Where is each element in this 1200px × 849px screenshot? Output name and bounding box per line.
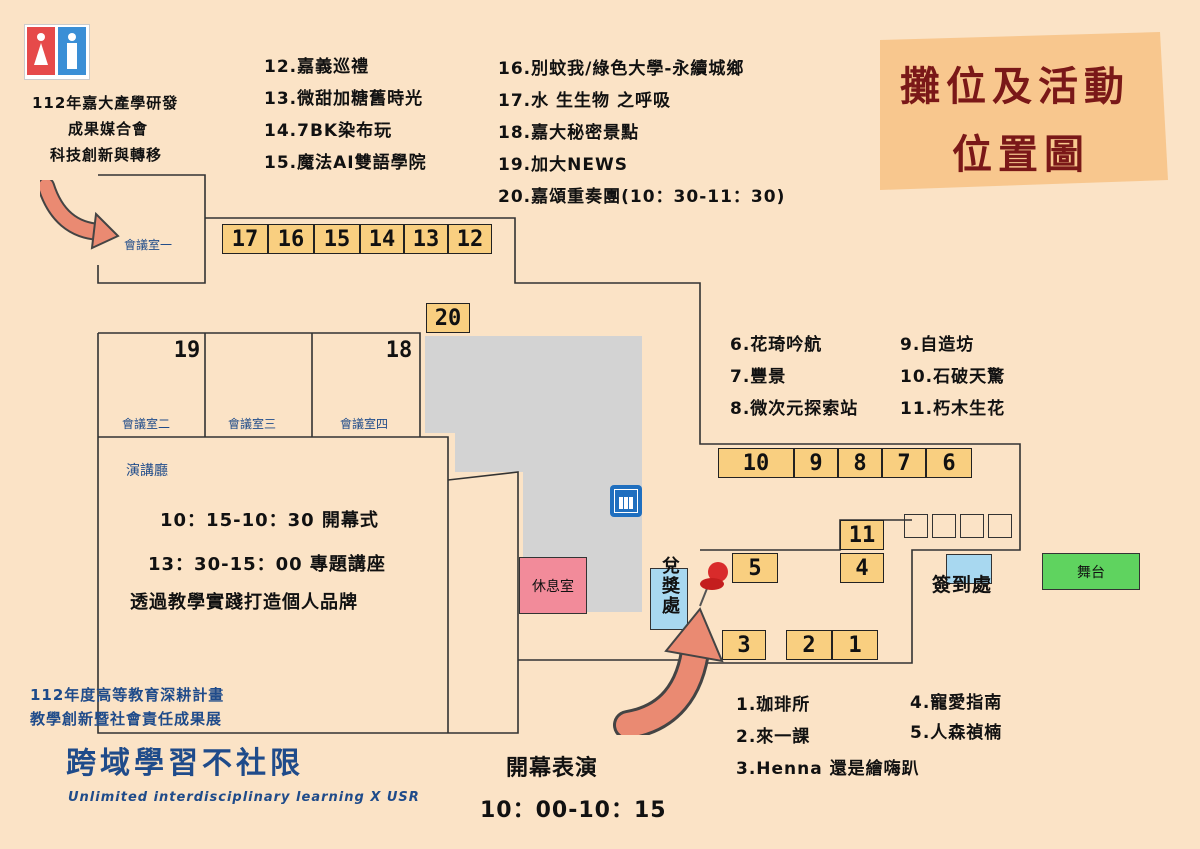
list-c-1: 6.花琦吟航 (730, 335, 823, 355)
list-e-1: 1.珈琲所 (736, 695, 811, 715)
booth-8[interactable]: 8 (838, 448, 882, 478)
arrow-icon (40, 180, 120, 250)
booth-13[interactable]: 13 (404, 224, 448, 254)
logo-line1: 112年度高等教育深耕計畫 (30, 686, 225, 704)
corner-caption-3: 科技創新與轉移 (50, 146, 163, 164)
gray-area (425, 336, 642, 612)
booth-4[interactable]: 4 (840, 553, 884, 583)
booth-12[interactable]: 12 (448, 224, 492, 254)
list-f-1: 4.寵愛指南 (910, 693, 1003, 713)
corner-caption-2: 成果媒合會 (68, 120, 149, 138)
list-f-2: 5.人森禎楠 (910, 723, 1003, 743)
list-a-1: 12.嘉義巡禮 (264, 57, 370, 77)
big-arrow-icon (613, 607, 724, 735)
list-d-2: 10.石破天驚 (900, 367, 1006, 387)
list-d-3: 11.朽木生花 (900, 399, 1006, 419)
hall-label: 演講廳 (126, 463, 168, 479)
hall-event-3: 透過教學實踐打造個人品牌 (130, 592, 358, 613)
booth-9[interactable]: 9 (794, 448, 838, 478)
list-b-3: 18.嘉大秘密景點 (498, 123, 640, 143)
room-2-label: 會議室二 (122, 417, 171, 431)
booth-14[interactable]: 14 (360, 224, 404, 254)
stage: 舞台 (1042, 553, 1140, 590)
booth-1[interactable]: 1 (832, 630, 878, 660)
booth-17[interactable]: 17 (222, 224, 268, 254)
booth-20[interactable]: 20 (426, 303, 470, 333)
opening-time: 10：00-10：15 (480, 798, 667, 823)
hall-event-2: 13：30-15：00 專題講座 (148, 554, 386, 575)
award-booth (650, 568, 688, 630)
list-e-2: 2.來一課 (736, 727, 811, 747)
hall-event-1: 10：15-10：30 開幕式 (160, 510, 379, 531)
logo-main: 跨域學習不社限 (66, 746, 304, 781)
booth-11[interactable]: 11 (840, 520, 884, 550)
checkin-label: 簽到處 (932, 574, 993, 596)
toilet-icon (24, 24, 90, 80)
pushpin-icon (699, 562, 728, 607)
opening-label: 開幕表演 (506, 756, 599, 781)
list-b-4: 19.加大NEWS (498, 155, 628, 175)
booth-2[interactable]: 2 (786, 630, 832, 660)
booth-10[interactable]: 10 (718, 448, 794, 478)
logo-line2: 教學創新暨社會責任成果展 (30, 710, 223, 728)
list-c-3: 8.微次元探索站 (730, 399, 859, 419)
room-1-label: 會議室一 (124, 238, 173, 252)
booth-18[interactable]: 18 (385, 337, 413, 363)
list-b-5: 20.嘉頌重奏團(10：30-11：30) (498, 187, 786, 207)
checkin-desk (946, 554, 992, 584)
list-b-1: 16.別蚊我/綠色大學-永續城鄉 (498, 59, 745, 79)
room-3-label: 會議室三 (228, 417, 277, 431)
booth-3[interactable]: 3 (722, 630, 766, 660)
elevator-icon (610, 485, 642, 517)
list-e-3: 3.Henna 還是繪嗨趴 (736, 759, 920, 779)
list-a-3: 14.7BK染布玩 (264, 121, 393, 141)
booth-6[interactable]: 6 (926, 448, 972, 478)
list-a-2: 13.微甜加糖舊時光 (264, 89, 424, 109)
page-title: 攤位及活動 (900, 63, 1130, 110)
logo-sub: Unlimited interdisciplinary learning X U… (68, 790, 420, 805)
booth-15[interactable]: 15 (314, 224, 360, 254)
booth-16[interactable]: 16 (268, 224, 314, 254)
list-d-1: 9.自造坊 (900, 335, 975, 355)
award-label: 兌獎處 (659, 556, 680, 616)
rest-room: 休息室 (519, 557, 587, 614)
booth-5[interactable]: 5 (732, 553, 778, 583)
booth-7[interactable]: 7 (882, 448, 926, 478)
list-a-4: 15.魔法AI雙語學院 (264, 153, 427, 173)
title-brush (880, 32, 1168, 190)
page-subtitle: 位置圖 (952, 131, 1090, 178)
seat-row (904, 514, 1012, 538)
corner-caption-1: 112年嘉大產學研發 (32, 94, 179, 112)
room-4-label: 會議室四 (340, 417, 389, 431)
booth-19[interactable]: 19 (173, 337, 201, 363)
list-b-2: 17.水 生生物 之呼吸 (498, 91, 671, 111)
list-c-2: 7.豐景 (730, 367, 787, 387)
